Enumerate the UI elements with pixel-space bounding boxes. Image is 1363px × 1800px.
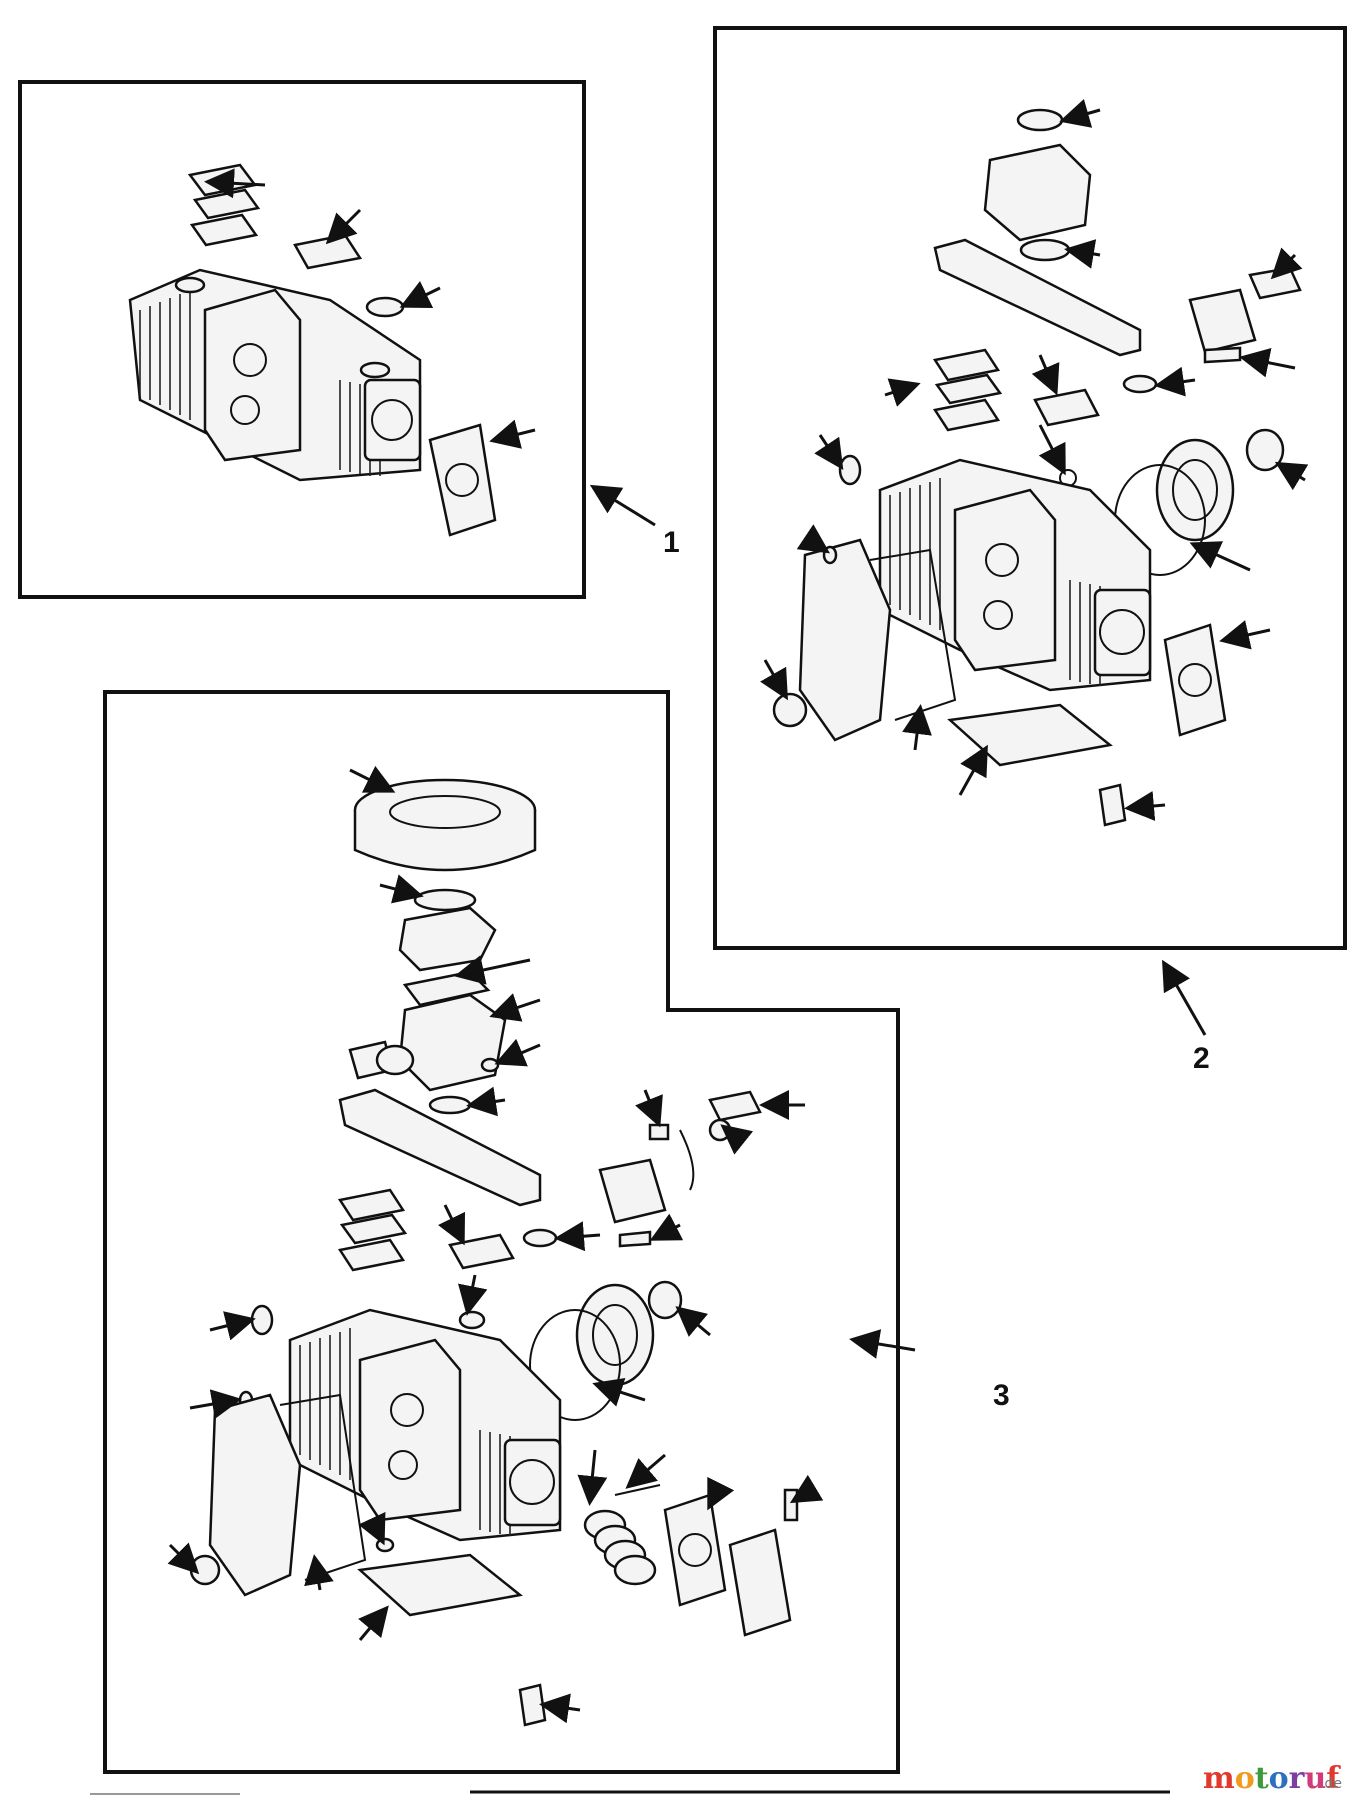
cover-gasket-2 — [1033, 388, 1100, 427]
engine-block-3 — [288, 1308, 562, 1542]
carburetor-3 — [398, 993, 507, 1092]
watermark-letter: o — [1269, 1761, 1289, 1796]
intake-manifold — [933, 238, 1142, 357]
spring — [679, 1129, 695, 1191]
seal-ring — [365, 296, 405, 318]
panel-2-frame — [713, 26, 1347, 950]
regulator — [728, 1528, 792, 1637]
cover-gasket-loop-3 — [279, 1393, 367, 1581]
bracket — [648, 1123, 670, 1141]
box-gasket — [708, 1090, 762, 1122]
panel-1: 1 — [18, 80, 680, 599]
gear-cover — [798, 538, 892, 742]
carburetor — [983, 143, 1092, 242]
panel-2-arrows — [760, 98, 1309, 1036]
oil-pan-gasket — [947, 703, 1113, 767]
watermark-letter: u — [1304, 1761, 1326, 1796]
panel-3: 3 — [103, 690, 1010, 1774]
head-gasket — [428, 423, 497, 537]
callout-3: 3 — [993, 1379, 1010, 1412]
gear-cover-3 — [208, 1393, 302, 1597]
flywheel-gasket-3 — [529, 1309, 621, 1421]
head-gasket-2 — [1163, 623, 1227, 737]
watermark-letter: t — [1255, 1761, 1269, 1796]
spark-plug — [783, 1488, 799, 1522]
engine-block-2 — [878, 458, 1152, 692]
panel-1-arrows — [204, 168, 656, 527]
plate — [1203, 346, 1242, 364]
intake-manifold-3 — [338, 1088, 542, 1207]
cover-gasket — [293, 233, 363, 270]
small-gasket-3 — [518, 1683, 547, 1727]
panel-1-frame — [18, 80, 586, 599]
air-cleaner — [353, 778, 537, 872]
flywheel-3 — [575, 1283, 655, 1387]
panel-2: 2 — [713, 26, 1347, 1075]
air-box-3 — [598, 1158, 667, 1224]
oil-seal — [772, 692, 808, 728]
gasket-set — [187, 163, 261, 247]
air-box — [1188, 288, 1257, 354]
callout-1: 1 — [663, 526, 680, 559]
plate-3 — [618, 1230, 652, 1248]
watermark-suffix: .de — [1320, 1776, 1342, 1792]
piston-rings — [583, 1509, 657, 1586]
seal — [838, 454, 862, 486]
watermark-letter: r — [1289, 1761, 1306, 1796]
small-gasket — [1098, 783, 1127, 827]
air-box-gasket — [1248, 266, 1302, 300]
carb-top — [398, 906, 497, 972]
valve — [614, 1484, 661, 1496]
panel-3-frame — [103, 690, 900, 1774]
watermark-letter: m — [1203, 1761, 1235, 1796]
gasket-set-2 — [932, 348, 1003, 432]
oil-seal-3 — [189, 1554, 221, 1586]
watermark-letter: f — [1326, 1761, 1341, 1796]
watermark-logo: motoruf — [1203, 1761, 1341, 1796]
seal-3 — [250, 1304, 274, 1336]
gasket-ring — [413, 888, 477, 912]
cover-gasket-3 — [448, 1233, 515, 1270]
breather-spring — [458, 1310, 486, 1330]
flywheel — [1155, 438, 1235, 542]
manifold-gasket — [1019, 238, 1071, 262]
watermark-letter: o — [1235, 1761, 1255, 1796]
head-gasket-3 — [663, 1493, 727, 1607]
gasket-set-3 — [337, 1188, 408, 1272]
carb-gasket — [1016, 108, 1064, 132]
oil-pan-gasket-3 — [357, 1553, 523, 1617]
panel-3-arrows — [167, 765, 916, 1724]
engine-block — [128, 268, 422, 482]
callout-2: 2 — [1193, 1042, 1210, 1075]
